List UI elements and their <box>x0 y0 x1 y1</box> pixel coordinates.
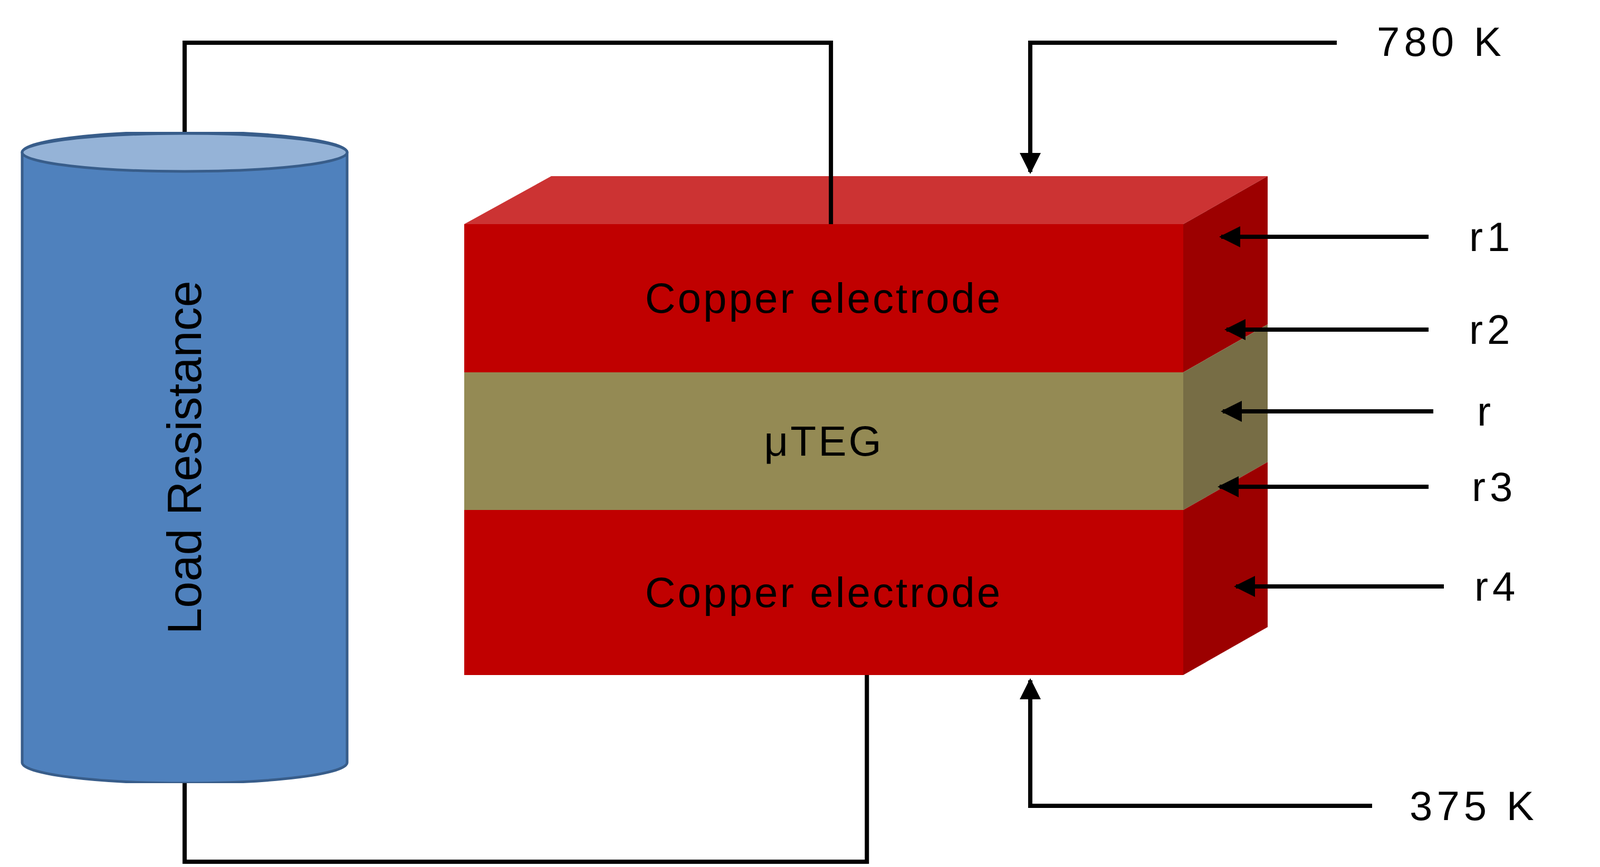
callout-label: r4 <box>1474 566 1520 608</box>
callout-label: r1 <box>1469 216 1515 258</box>
leader-arrow <box>1236 584 1444 589</box>
node-label: Load Resistance <box>157 280 213 635</box>
leader-arrow <box>1226 327 1429 332</box>
leader-arrow <box>1030 680 1373 807</box>
node-label: Copper electrode <box>645 568 1003 618</box>
electrode-layer: Copper electrode <box>464 510 1184 676</box>
teg-front-face <box>464 372 1184 511</box>
cylinder-body <box>22 131 348 784</box>
leader-arrow <box>1219 484 1429 490</box>
callout-label: 780 K <box>1376 21 1506 63</box>
callout-label: 375 K <box>1409 785 1539 827</box>
electrode-front-face <box>464 510 1184 676</box>
electrode-layer: Copper electrode <box>464 224 1184 373</box>
electrode-top-face <box>464 176 1268 225</box>
teg-layer: μTEG <box>464 372 1184 511</box>
cylinder-cap <box>22 133 348 172</box>
callout-label: r2 <box>1469 309 1515 351</box>
leader-arrow <box>1030 42 1337 172</box>
leader-arrow <box>1221 234 1429 239</box>
electrode-side-face <box>1183 462 1268 676</box>
load-resistor: Load Resistance <box>20 131 349 784</box>
node-label: μTEG <box>763 417 884 466</box>
callout-label: r <box>1477 390 1496 433</box>
leader-arrow <box>1222 409 1434 414</box>
electrode-front-face <box>464 224 1184 373</box>
node-label: Copper electrode <box>645 274 1003 323</box>
callout-label: r3 <box>1471 466 1517 508</box>
